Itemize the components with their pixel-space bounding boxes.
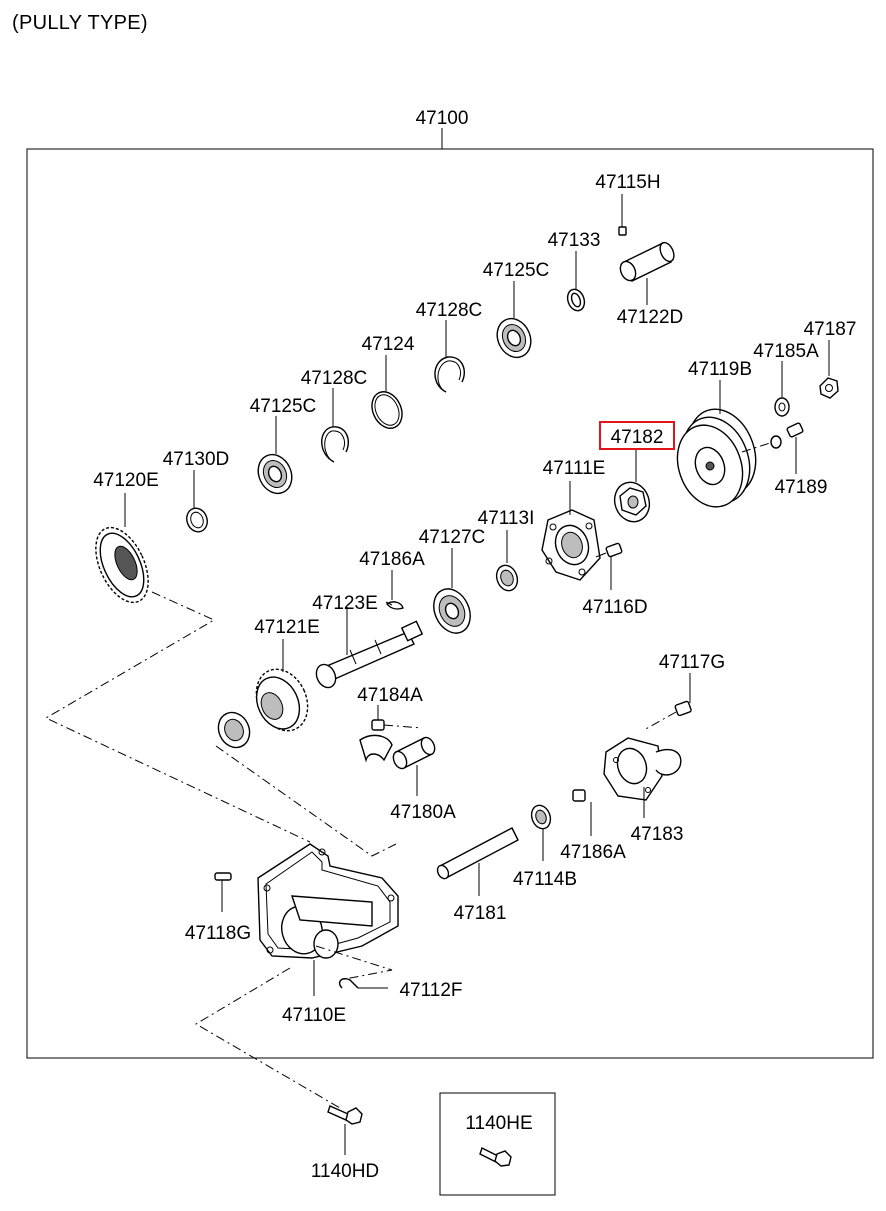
label-47125c-mid[interactable]: 47125C <box>250 396 317 417</box>
part-47119b-pulley-icon[interactable] <box>667 400 768 516</box>
label-47121e[interactable]: 47121E <box>254 617 320 638</box>
label-47180a[interactable]: 47180A <box>390 802 456 823</box>
label-47128c-mid[interactable]: 47128C <box>301 368 368 389</box>
label-1140hd[interactable]: 1140HD <box>311 1161 379 1182</box>
part-47181-rod-icon[interactable] <box>435 827 519 881</box>
guide-line-gear <box>44 591 311 843</box>
label-47183[interactable]: 47183 <box>631 824 684 845</box>
part-47122d-sleeve-icon[interactable] <box>617 240 676 283</box>
part-47183-cover-icon[interactable] <box>603 737 682 801</box>
label-47130d[interactable]: 47130D <box>163 449 230 470</box>
label-47186a-low[interactable]: 47186A <box>560 842 626 863</box>
highlight-box-47182 <box>599 421 675 450</box>
guide-line-clip <box>315 945 393 981</box>
label-47110e[interactable]: 47110E <box>282 1005 346 1026</box>
label-47182[interactable]: 47182 <box>611 427 664 448</box>
assembly-frame <box>26 148 874 1059</box>
label-47120e[interactable]: 47120E <box>93 470 159 491</box>
part-47128c-circlip-icon[interactable] <box>434 356 466 393</box>
label-47122d[interactable]: 47122D <box>617 307 684 328</box>
part-47128c-circlip-mid-icon[interactable] <box>321 426 350 463</box>
label-47118g[interactable]: 47118G <box>185 923 251 944</box>
label-47123e[interactable]: 47123E <box>312 593 378 614</box>
part-47180a-sleeve-icon[interactable] <box>359 734 437 770</box>
guide-line-bolt <box>195 967 341 1109</box>
part-47115h-screw-icon[interactable] <box>618 226 627 236</box>
part-47125c-bearing-mid-icon[interactable] <box>252 449 298 499</box>
part-47111e-flange-icon[interactable] <box>541 509 601 581</box>
part-47114b-seal-icon[interactable] <box>528 803 553 832</box>
label-47115h[interactable]: 47115H <box>595 172 660 193</box>
part-47110e-housing-icon[interactable] <box>257 843 399 959</box>
label-1140he[interactable]: 1140HE <box>465 1113 532 1134</box>
part-47182-hub-icon[interactable] <box>609 477 655 526</box>
part-47112f-clip-icon[interactable] <box>338 978 359 989</box>
part-1140hd-bolt-icon[interactable] <box>327 1105 363 1125</box>
label-47117g[interactable]: 47117G <box>659 652 725 673</box>
part-47121e-gear-icon[interactable] <box>247 661 318 739</box>
label-47133[interactable]: 47133 <box>548 230 601 251</box>
part-47123e-shaft-icon[interactable] <box>313 620 424 690</box>
part-1140he-bolt-icon[interactable] <box>479 1147 512 1167</box>
label-47124[interactable]: 47124 <box>362 334 415 355</box>
label-47111e[interactable]: 47111E <box>543 458 606 479</box>
diagram-title: (PULLY TYPE) <box>12 12 148 34</box>
part-47125c-bearing-icon[interactable] <box>491 313 537 363</box>
part-47133-washer-icon[interactable] <box>565 287 588 313</box>
label-47189[interactable]: 47189 <box>775 477 828 498</box>
label-47186a-top[interactable]: 47186A <box>359 549 425 570</box>
label-47128c-top[interactable]: 47128C <box>416 300 483 321</box>
label-47181[interactable]: 47181 <box>454 903 507 924</box>
label-47119b[interactable]: 47119B <box>688 359 752 380</box>
part-1140he-box <box>439 1092 556 1196</box>
label-47112f[interactable]: 47112F <box>399 980 462 1001</box>
label-47113i[interactable]: 47113I <box>478 508 535 529</box>
label-47127c[interactable]: 47127C <box>419 527 486 548</box>
label-47184a[interactable]: 47184A <box>357 685 423 706</box>
part-47118g-pin-icon[interactable] <box>214 872 232 881</box>
part-47120e-gear-icon[interactable] <box>85 519 159 610</box>
label-47114b[interactable]: 47114B <box>513 869 577 890</box>
label-47125c-top[interactable]: 47125C <box>483 260 550 281</box>
label-47185a[interactable]: 47185A <box>753 341 819 362</box>
guide-line-shaft <box>215 745 397 857</box>
part-47116d-bolt-icon[interactable] <box>595 542 623 558</box>
part-47186a-key-icon[interactable] <box>385 601 404 610</box>
part-47130d-washer-icon[interactable] <box>183 505 210 534</box>
part-inner-bearing-icon[interactable] <box>213 707 255 752</box>
part-47184a-bolt-icon[interactable] <box>371 719 423 731</box>
part-47187-nut-icon[interactable] <box>819 377 839 399</box>
part-47124-spacer-ring-icon[interactable] <box>366 387 407 433</box>
part-47189-bolt-icon[interactable] <box>770 422 804 449</box>
part-47186a-bolt-icon[interactable] <box>572 789 586 802</box>
part-47113i-seal-icon[interactable] <box>493 562 521 593</box>
part-47185a-washer-icon[interactable] <box>774 397 790 417</box>
label-47187[interactable]: 47187 <box>804 319 857 340</box>
label-47100[interactable]: 47100 <box>416 108 469 129</box>
part-47117g-bolt-icon[interactable] <box>643 700 692 731</box>
part-47127c-bearing-icon[interactable] <box>427 583 477 639</box>
label-47116d[interactable]: 47116D <box>582 597 647 618</box>
